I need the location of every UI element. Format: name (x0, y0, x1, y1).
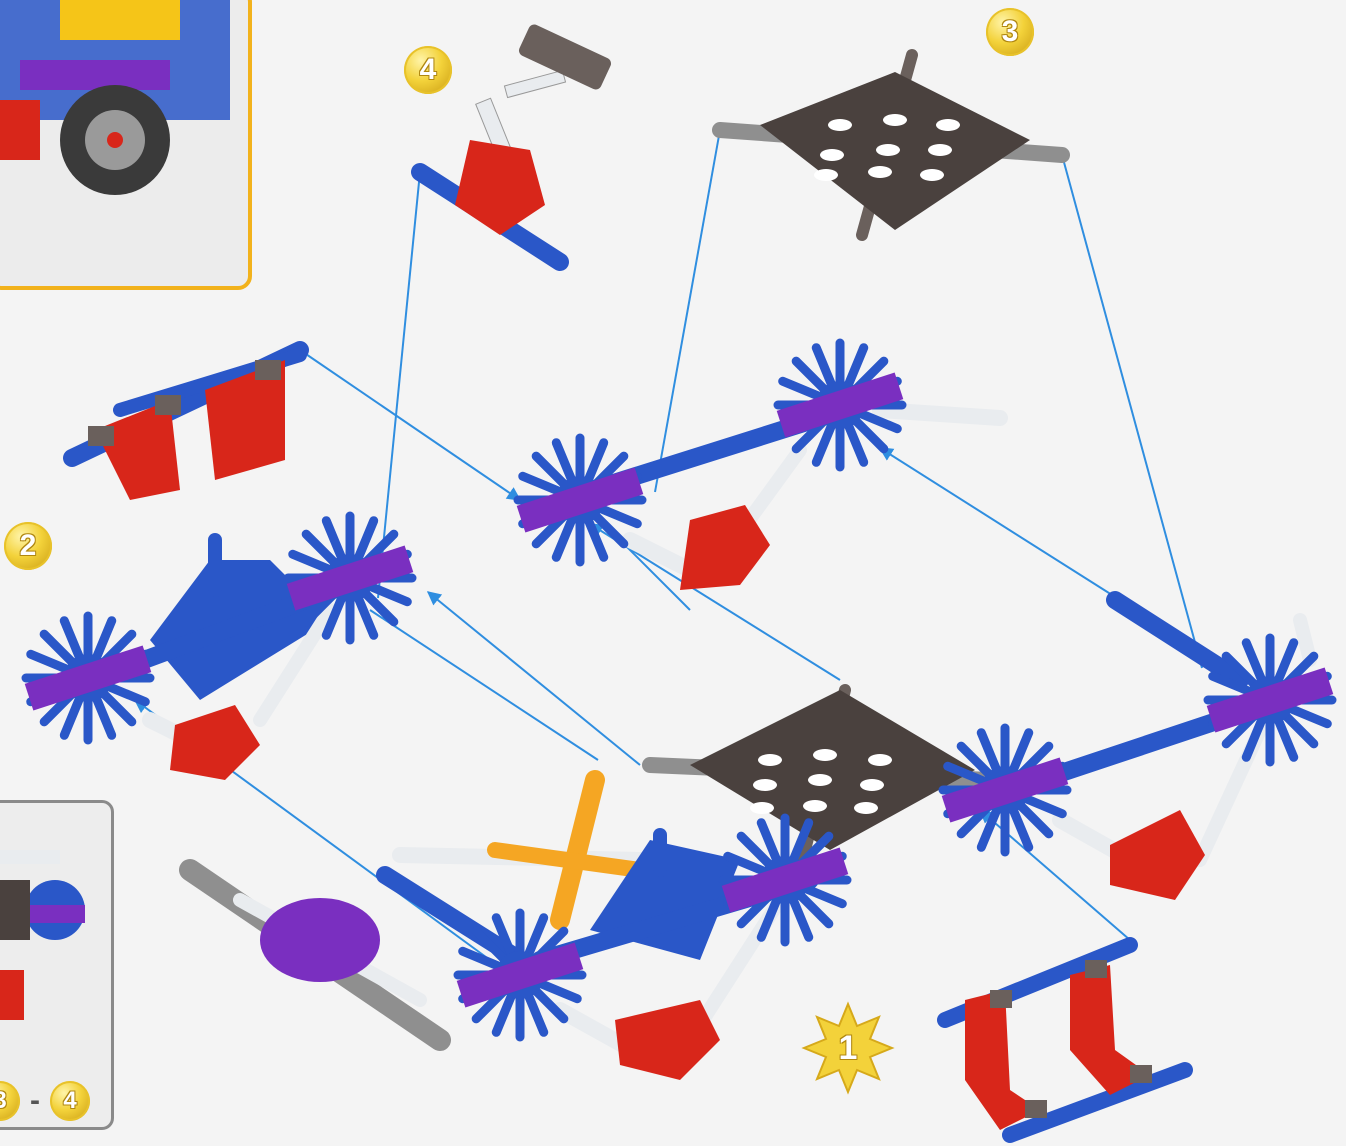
step-2-label: 2 (20, 529, 37, 562)
spiked-connector-hub (517, 438, 644, 562)
step-badge-icon: 2 (4, 522, 52, 570)
inset-top-model (0, 0, 230, 195)
step-3-label: 3 (1002, 15, 1019, 48)
range-end-label: 4 (63, 1087, 76, 1114)
step-4-label: 4 (420, 53, 437, 86)
step-range-indicator: 3 - 4 (0, 1076, 110, 1126)
spiked-connector-hub (942, 728, 1069, 852)
step-1-label: 1 (800, 1000, 896, 1096)
upper-left-subassembly (72, 350, 300, 500)
range-start-label: 3 (0, 1087, 7, 1114)
inset-bottom-model (0, 850, 85, 1020)
step-badge-icon: 4 (404, 46, 452, 94)
step-1-badge: 1 (800, 1000, 896, 1096)
step-badge-icon: 4 (50, 1081, 90, 1121)
spiked-connector-hub (457, 913, 584, 1037)
step1-part (945, 945, 1185, 1135)
step-badge-icon: 3 (0, 1081, 20, 1121)
step-badge-icon: 3 (986, 8, 1034, 56)
spiked-connector-hub (777, 343, 904, 467)
spiked-connector-hub (722, 818, 849, 942)
guide-arrow-icon (300, 350, 520, 500)
spiked-connector-hub (25, 616, 152, 740)
spiked-connector-hub (1207, 638, 1334, 762)
guide-lines (135, 130, 1202, 960)
right-frame (980, 600, 1310, 900)
step3-plate (720, 55, 1062, 235)
range-separator: - (30, 1084, 40, 1118)
spiked-connector-hub (287, 516, 414, 640)
